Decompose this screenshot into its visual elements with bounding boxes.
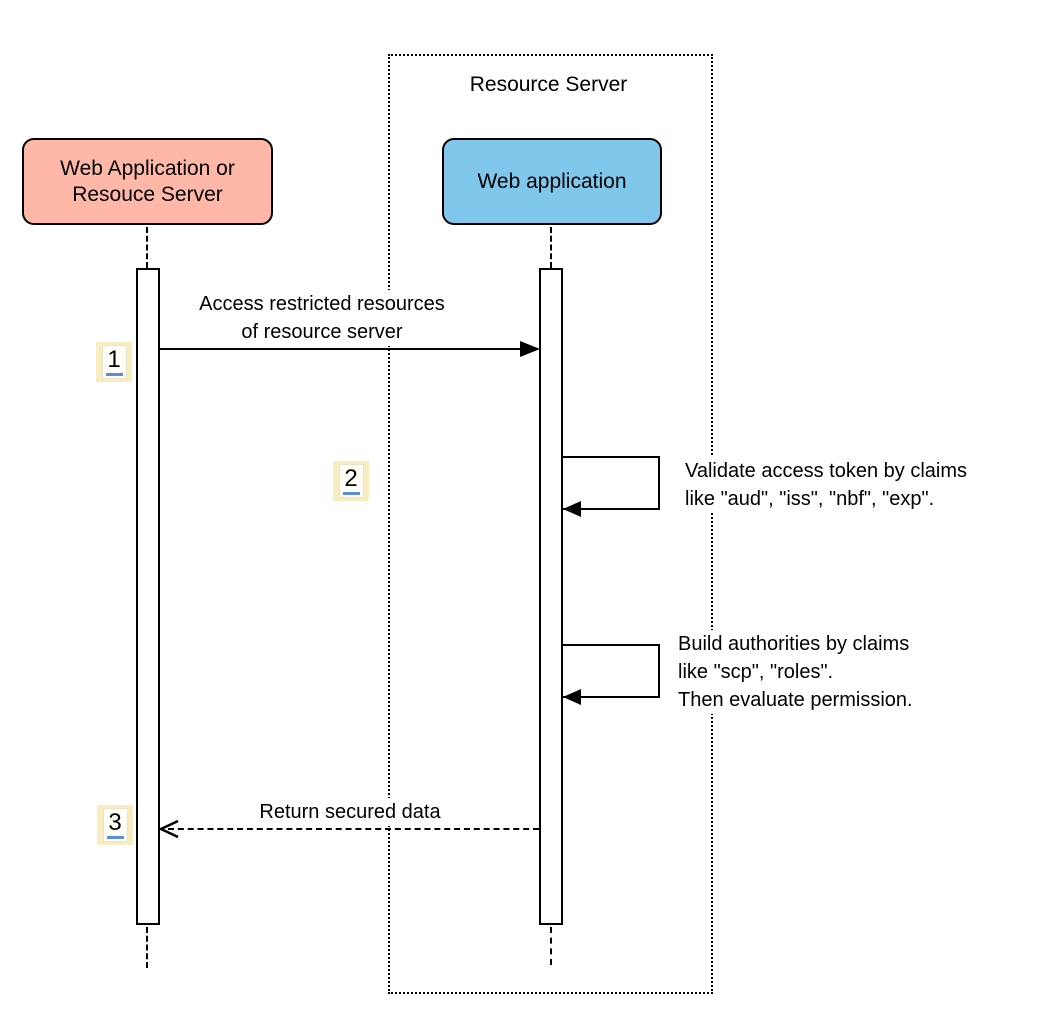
link-underline — [342, 492, 360, 495]
self-message-validate-loop — [563, 456, 660, 510]
arrowhead-icon — [563, 689, 581, 705]
actor-web-application-or-resource-server: Web Application or Resouce Server — [22, 138, 273, 225]
lifeline-right-upper — [550, 227, 552, 268]
actor-label: Web application — [477, 169, 627, 193]
actor-web-application: Web application — [442, 138, 662, 225]
message-validate-label: Validate access token by claims like "au… — [685, 457, 1030, 513]
message-access-line — [160, 348, 522, 350]
actor-label: Web Application or Resouce Server — [60, 156, 235, 206]
step-number: 3 — [108, 809, 122, 836]
message-access-label: Access restricted resources of resource … — [160, 290, 484, 346]
link-underline — [106, 836, 124, 839]
activation-bar-left — [136, 268, 160, 925]
badge-inner: 1 — [101, 345, 127, 379]
self-message-build-loop — [563, 644, 660, 698]
arrowhead-icon — [563, 501, 581, 517]
step-badge-2[interactable]: 2 — [333, 461, 369, 501]
step-number: 1 — [107, 346, 121, 373]
lifeline-right-lower — [550, 927, 552, 965]
badge-inner: 2 — [338, 464, 364, 498]
badge-inner: 3 — [102, 808, 128, 842]
resource-server-boundary-box — [388, 54, 713, 994]
lifeline-left-upper — [146, 227, 148, 268]
message-return-label: Return secured data — [200, 798, 500, 826]
activation-bar-right — [539, 268, 563, 925]
boundary-title: Resource Server — [469, 73, 628, 96]
step-number: 2 — [344, 465, 358, 492]
arrowhead-icon — [520, 341, 540, 357]
step-badge-1[interactable]: 1 — [96, 342, 132, 382]
link-underline — [105, 373, 123, 376]
open-arrowhead-icon — [158, 819, 179, 839]
lifeline-left-lower — [146, 927, 148, 968]
message-build-label: Build authorities by claims like "scp", … — [678, 630, 998, 714]
message-return-line — [168, 828, 539, 830]
step-badge-3[interactable]: 3 — [97, 805, 133, 845]
